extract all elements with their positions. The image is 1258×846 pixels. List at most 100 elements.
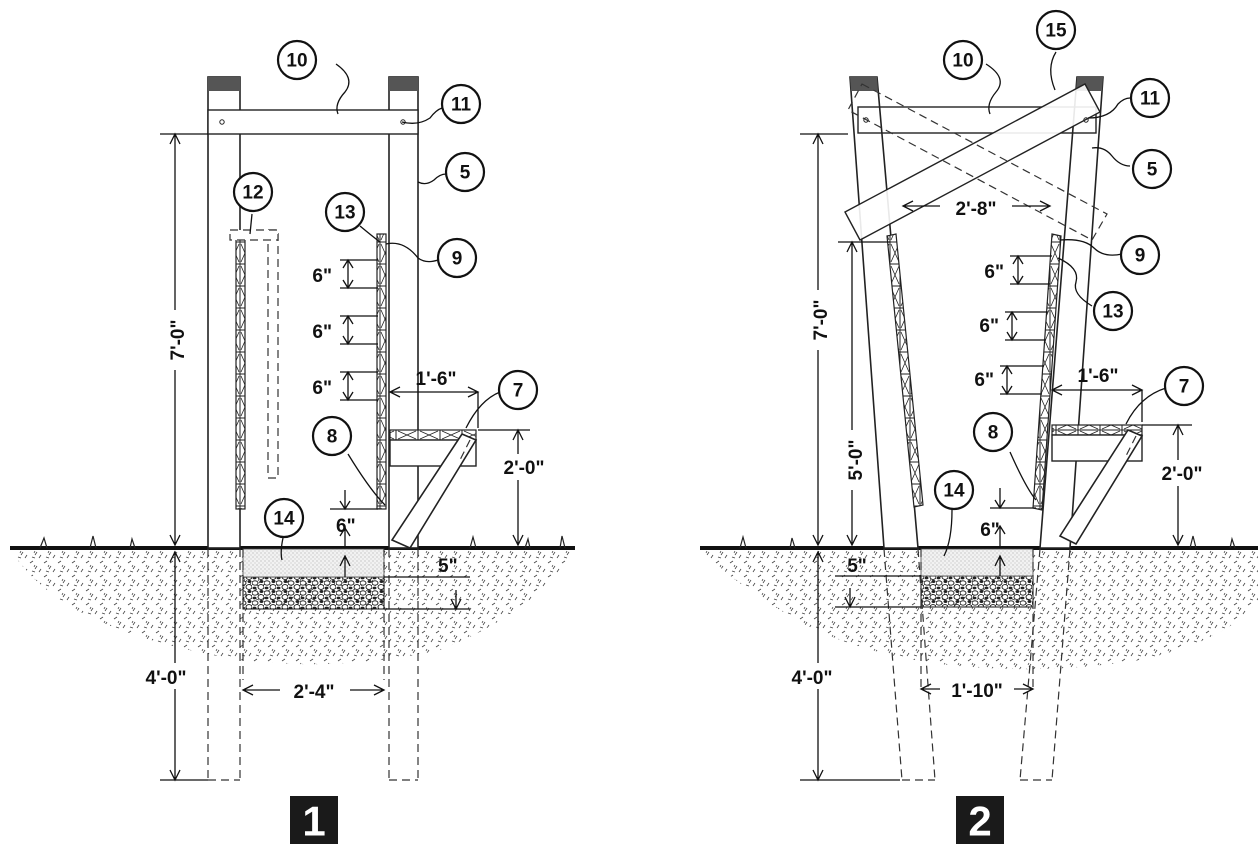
svg-text:11: 11 [1140, 89, 1161, 110]
dim-bottom-clearance-2: 6" [980, 488, 1036, 548]
svg-text:15: 15 [1045, 21, 1067, 42]
dim-text: 6" [312, 322, 332, 343]
left-ladder-rail-1 [235, 233, 246, 510]
leader-5-2 [1091, 147, 1131, 167]
seat-brace-hidden-1 [459, 439, 471, 461]
callout-8-1: 8 [311, 415, 353, 457]
fill-layer-2 [920, 548, 1034, 577]
svg-text:7: 7 [513, 381, 524, 402]
leader-13-2 [1057, 257, 1093, 307]
svg-text:11: 11 [451, 95, 472, 116]
svg-text:14: 14 [273, 509, 295, 530]
svg-text:8: 8 [327, 427, 338, 448]
dim-base-spacing-2: 1'-10" [919, 679, 1035, 702]
bolt-left-1 [219, 119, 225, 125]
leader-9-2 [1059, 239, 1123, 256]
left-post-top-1 [208, 77, 240, 91]
gravel-layer-2 [920, 575, 1034, 608]
leader-11-2 [1087, 97, 1131, 119]
leader-13-1 [359, 225, 381, 243]
dim-text: 6" [979, 316, 999, 337]
dim-text: 1'-6" [1078, 366, 1119, 387]
soil-mound-2 [700, 548, 1258, 670]
top-bar-1 [207, 109, 419, 135]
dim-text: 1'-6" [416, 369, 457, 390]
dim-text: 6" [984, 262, 1004, 283]
callout-10-2: 10 [942, 39, 984, 81]
right-post-underground-2 [1019, 548, 1071, 781]
ghost-cap-1 [229, 229, 279, 241]
callout-11-2: 11 [1129, 77, 1171, 119]
seat-brace-1 [390, 433, 478, 550]
dim-text: 6" [980, 520, 1000, 541]
dim-seat-height-1: 2'-0" [478, 428, 550, 547]
right-post-1 [388, 76, 419, 549]
panel-1: 7'-0" 4'-0" 6" 6" 6" 6" 1'-6" [10, 39, 575, 845]
leader-15-2 [1050, 51, 1057, 91]
svg-text:10: 10 [286, 51, 307, 72]
dim-text: 7'-0" [811, 300, 832, 341]
leader-10-2 [985, 63, 1001, 115]
left-post-underground-2 [883, 548, 936, 781]
ghost-ladder-1 [267, 229, 279, 479]
dim-seat-depth-2: 1'-6" [1050, 366, 1144, 422]
dim-seat-height-2: 2'-0" [1142, 423, 1208, 547]
callout-7-2: 7 [1163, 365, 1205, 407]
dim-post-above-2: 7'-0" [800, 132, 848, 547]
callout-11-1: 11 [440, 83, 482, 125]
dim-text: 6" [312, 266, 332, 287]
right-ladder-rail-2 [1032, 233, 1062, 511]
svg-text:2: 2 [968, 798, 991, 845]
svg-text:14: 14 [943, 481, 965, 502]
right-ladder-rail-1 [376, 233, 387, 510]
leader-14-2 [943, 509, 953, 557]
left-post-top-2 [850, 77, 878, 91]
top-bar-2 [857, 106, 1097, 134]
dim-post-below-1: 4'-0" [130, 550, 208, 782]
dim-text: 6" [312, 378, 332, 399]
dim-bottom-clearance-1: 6" [330, 490, 378, 548]
leader-8-2 [1009, 451, 1037, 501]
svg-text:9: 9 [1135, 246, 1146, 267]
callout-10-1: 10 [276, 39, 318, 81]
leader-5-1 [417, 173, 447, 185]
dim-post-spacing-1: 2'-4" [241, 680, 386, 703]
bolt-right-2 [1083, 117, 1089, 123]
panel-2: 7'-0" 5'-0" 4'-0" 2'-8" 6" 6" 6" [700, 9, 1258, 845]
pit-wall-2 [920, 549, 1034, 690]
dim-text: 2'-0" [1162, 464, 1203, 485]
cross-brace-b-2 [847, 83, 1108, 241]
cross-brace-a-2 [844, 83, 1101, 241]
svg-text:8: 8 [988, 423, 999, 444]
left-ladder-rail-2 [886, 233, 924, 508]
callout-13-2: 13 [1092, 290, 1134, 332]
callout-9-1: 9 [436, 237, 478, 279]
dim-text: 1'-10" [951, 681, 1003, 702]
leader-14-1 [280, 537, 284, 561]
leader-11-1 [401, 107, 443, 124]
dim-post-above-1: 7'-0" [160, 132, 208, 547]
svg-text:9: 9 [452, 249, 463, 270]
svg-text:12: 12 [242, 183, 263, 204]
dim-seat-depth-1: 1'-6" [388, 369, 480, 428]
svg-text:13: 13 [1102, 302, 1123, 323]
dim-gravel-depth-1: 5" [339, 554, 470, 611]
svg-text:10: 10 [952, 51, 973, 72]
dim-ladder-height-2: 5'-0" [838, 240, 890, 547]
dim-text: 5" [438, 556, 458, 577]
fill-layer-1 [242, 548, 385, 578]
dim-text: 5'-0" [846, 440, 867, 481]
dim-text: 6" [974, 370, 994, 391]
grass-tufts-1 [39, 534, 566, 549]
dim-text: 2'-0" [504, 458, 545, 479]
seat-brace-2 [1058, 428, 1144, 546]
dim-post-below-2: 4'-0" [776, 550, 900, 782]
svg-text:5: 5 [460, 163, 471, 184]
right-post-top-1 [389, 77, 418, 91]
leader-12-1 [249, 213, 253, 235]
callout-12-1: 12 [232, 171, 274, 213]
callout-8-2: 8 [972, 411, 1014, 453]
left-post-underground-1 [207, 549, 241, 781]
panel-badge-2: 2 [956, 796, 1004, 845]
